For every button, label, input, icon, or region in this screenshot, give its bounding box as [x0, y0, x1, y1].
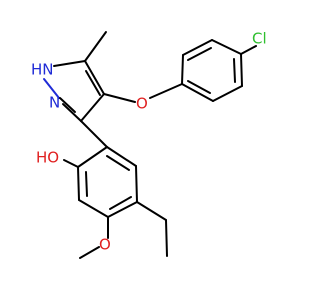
bond-r4-double	[109, 196, 132, 210]
atom-methoxy-oxygen: O	[99, 236, 111, 254]
atom-hydroxyl: HO	[36, 149, 59, 167]
atom-nh: HN	[31, 61, 54, 79]
bond-ethyl-2	[165, 219, 168, 257]
structure-diagram: HN N O Cl HO O	[31, 29, 267, 259]
bond-c5-c4-double	[85, 70, 101, 96]
atom-ether-oxygen: O	[136, 95, 148, 113]
bond-c5-c4	[84, 60, 105, 95]
bond-r6-double	[106, 155, 130, 171]
bond-p4-double	[233, 58, 236, 83]
bond-c-oh	[63, 159, 79, 168]
bond-n1-c5	[53, 60, 86, 67]
bond-ethyl-1	[136, 201, 167, 221]
bond-p2-double	[187, 47, 212, 61]
bond-r5	[135, 165, 138, 203]
bond-methyl	[84, 31, 107, 62]
bond-p5	[212, 85, 243, 102]
molecule-drawing: HN N O Cl HO O	[31, 30, 267, 259]
atom-labels: HN N O Cl HO O	[31, 30, 267, 254]
bond-c4-c3	[80, 93, 105, 122]
bond-p3	[211, 39, 242, 55]
bond-o-me	[79, 246, 100, 259]
bond-r6	[106, 146, 137, 167]
bond-p1	[181, 54, 184, 85]
atom-chlorine: Cl	[252, 30, 267, 48]
bond-r2	[77, 166, 80, 201]
bond-p2	[182, 39, 213, 56]
bond-c3-n2	[62, 103, 82, 122]
bond-c4-o	[103, 93, 136, 103]
bond-r3	[78, 199, 109, 218]
bond-r2-double	[85, 171, 88, 197]
atom-n: N	[49, 94, 60, 112]
bond-p4	[240, 53, 243, 87]
bond-c-cl	[240, 45, 257, 55]
bond-o-aryl	[149, 83, 183, 99]
bond-c3-n2-double	[59, 97, 76, 113]
bond-r1	[77, 146, 108, 168]
bond-c3-ring	[80, 120, 108, 148]
bonds	[43, 31, 257, 259]
bond-p6-double	[187, 80, 211, 94]
bond-n2-n1	[43, 78, 60, 99]
bond-r4	[107, 201, 138, 218]
bond-p6	[181, 83, 214, 102]
